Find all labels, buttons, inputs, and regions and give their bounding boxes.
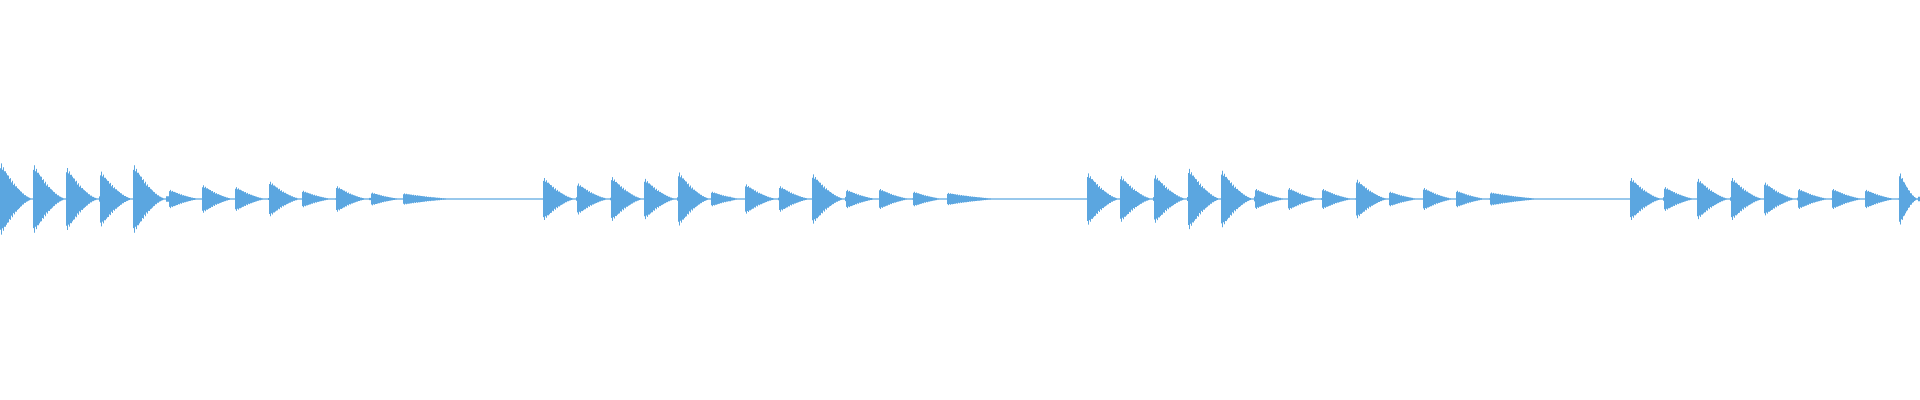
- waveform-path: [0, 163, 1920, 235]
- waveform-bars: [0, 163, 1920, 235]
